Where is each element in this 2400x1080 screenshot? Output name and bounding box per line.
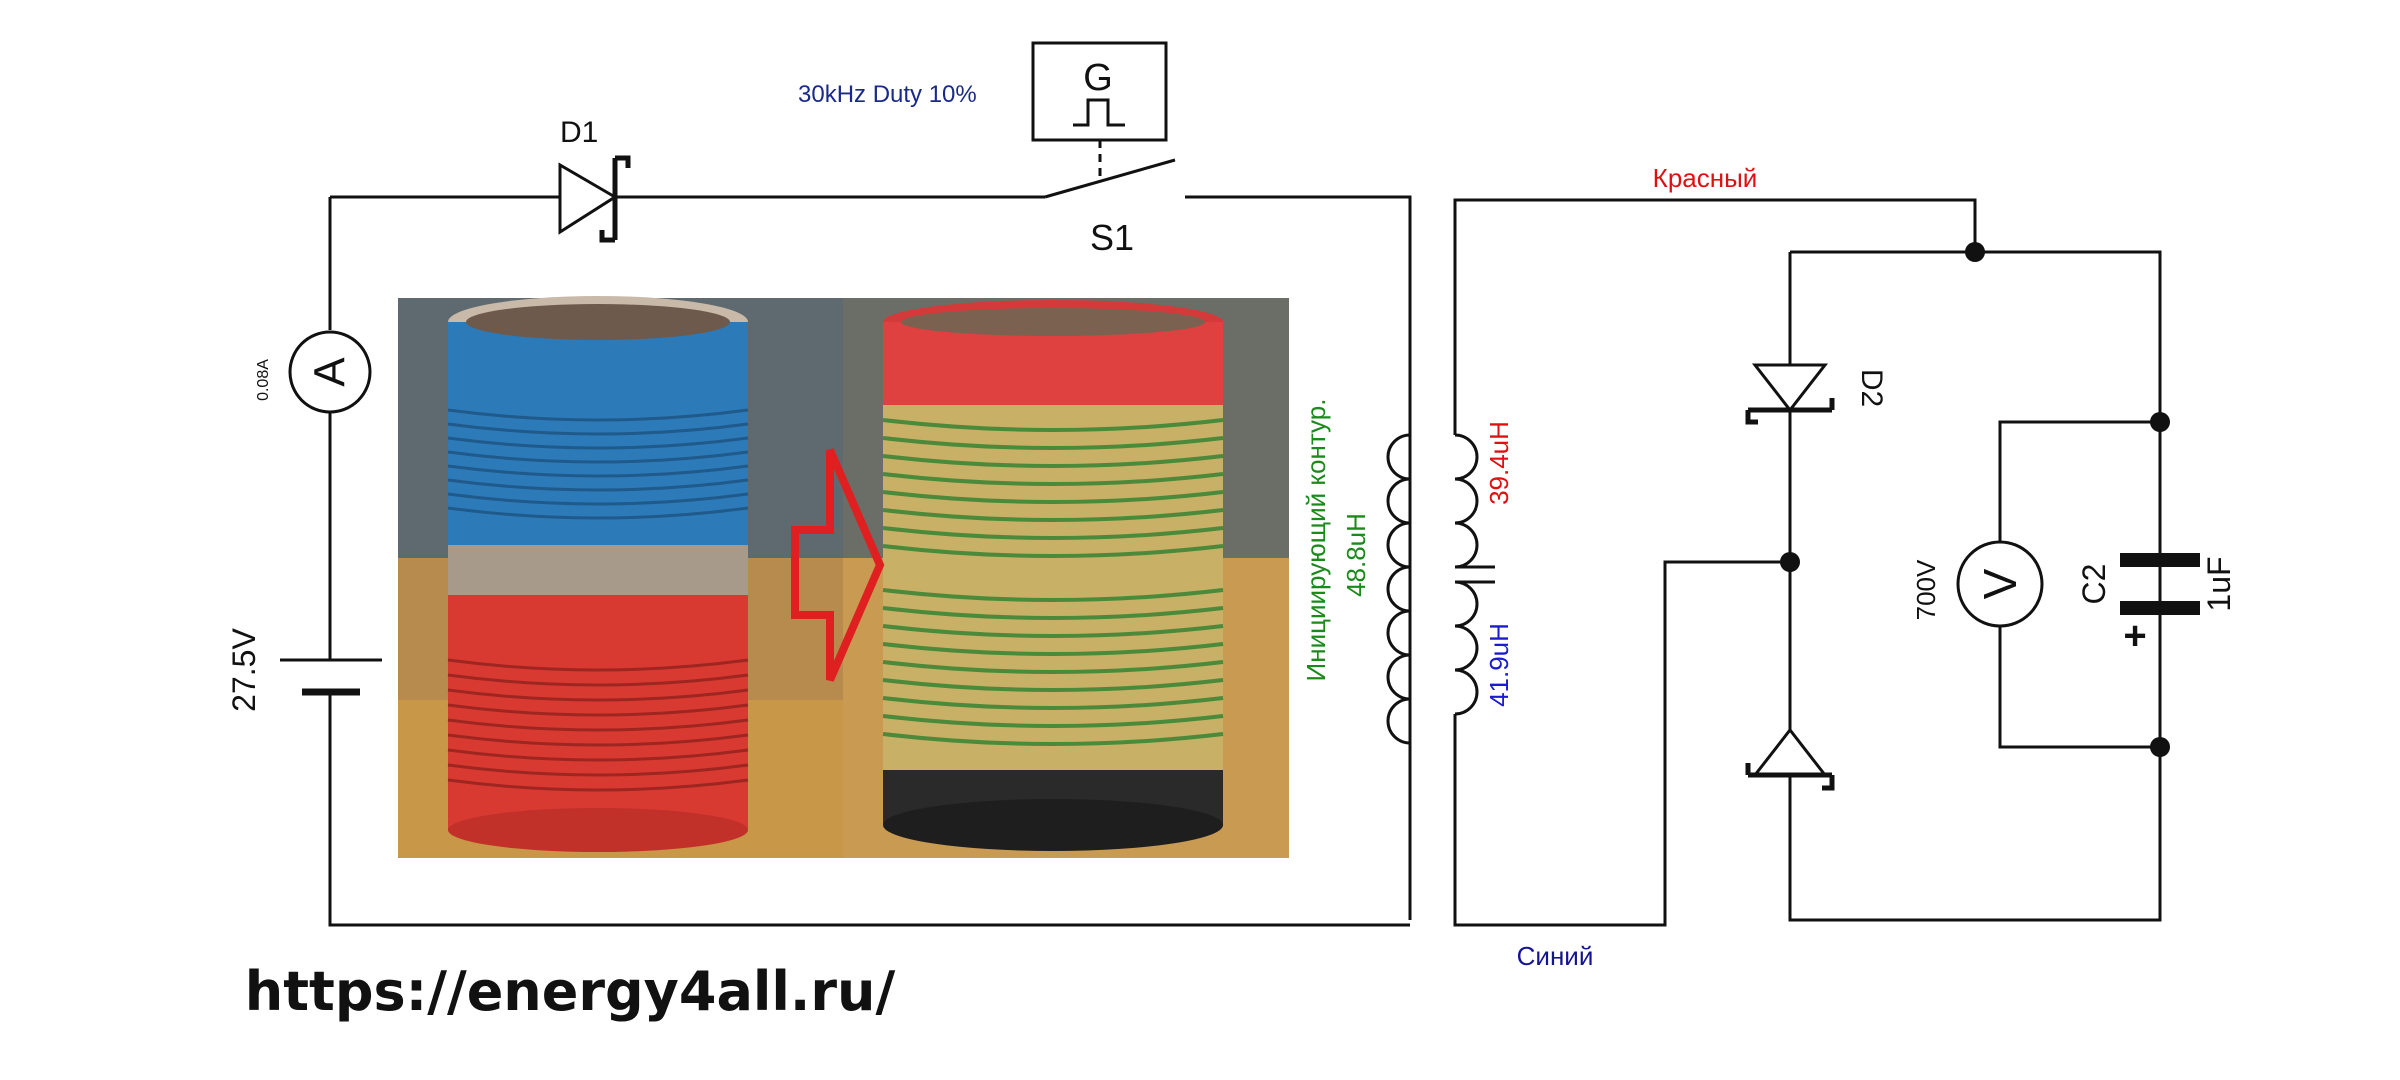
green-yellow-winding [882, 418, 1224, 746]
voltmeter: V [1956, 540, 2044, 628]
switch-label: S1 [1090, 217, 1134, 258]
website-link[interactable]: https://energy4all.ru/ [245, 960, 896, 1023]
diode2-label: D2 [1855, 369, 1888, 407]
voltmeter-reading: 700V [1911, 559, 1941, 620]
voltmeter-symbol: V [1974, 568, 2026, 599]
capacitor-polarity: + [2123, 614, 2146, 658]
capacitor-name: C2 [2076, 564, 2112, 605]
arrow-icon [791, 448, 885, 682]
capacitor-c2 [2120, 553, 2200, 615]
ammeter-reading: 0.08A [255, 359, 272, 401]
coil-photo [398, 296, 1289, 858]
capacitor-value: 1uF [2201, 556, 2237, 611]
ammeter: A [288, 330, 372, 414]
wire-blue-label: Синий [1517, 941, 1594, 971]
coil-photo-left [398, 296, 843, 858]
secondary-lower-label: 41.9uH [1484, 623, 1514, 707]
generator-symbol: G [1083, 57, 1113, 99]
battery-voltage: 27.5V [226, 628, 262, 712]
secondary-circuit [1453, 198, 2162, 927]
coil-photo-right [843, 298, 1289, 858]
pulse-icon [1073, 98, 1125, 127]
ammeter-symbol: A [306, 357, 355, 387]
red-winding [447, 658, 749, 792]
generator-box [1031, 41, 1168, 142]
blue-winding [447, 408, 749, 520]
diode1-label: D1 [560, 116, 598, 149]
junction-dots [1780, 242, 2170, 757]
battery [280, 658, 382, 696]
diode-d1 [558, 155, 631, 243]
wire-red-label: Красный [1653, 163, 1758, 193]
switch-s1 [1044, 140, 1176, 199]
primary-caption-line2: 48.8uH [1341, 513, 1371, 597]
diode-lower [1745, 727, 1835, 791]
generator-info: 30kHz Duty 10% [798, 81, 977, 108]
secondary-inductor-upper [1454, 433, 1495, 569]
diode-d2 [1745, 363, 1835, 425]
primary-circuit [328, 195, 1412, 927]
secondary-inductor-lower [1454, 580, 1495, 716]
primary-caption-line1: Инициирующий контур. [1301, 399, 1331, 682]
primary-inductor [1386, 433, 1411, 745]
secondary-upper-label: 39.4uH [1484, 421, 1514, 505]
